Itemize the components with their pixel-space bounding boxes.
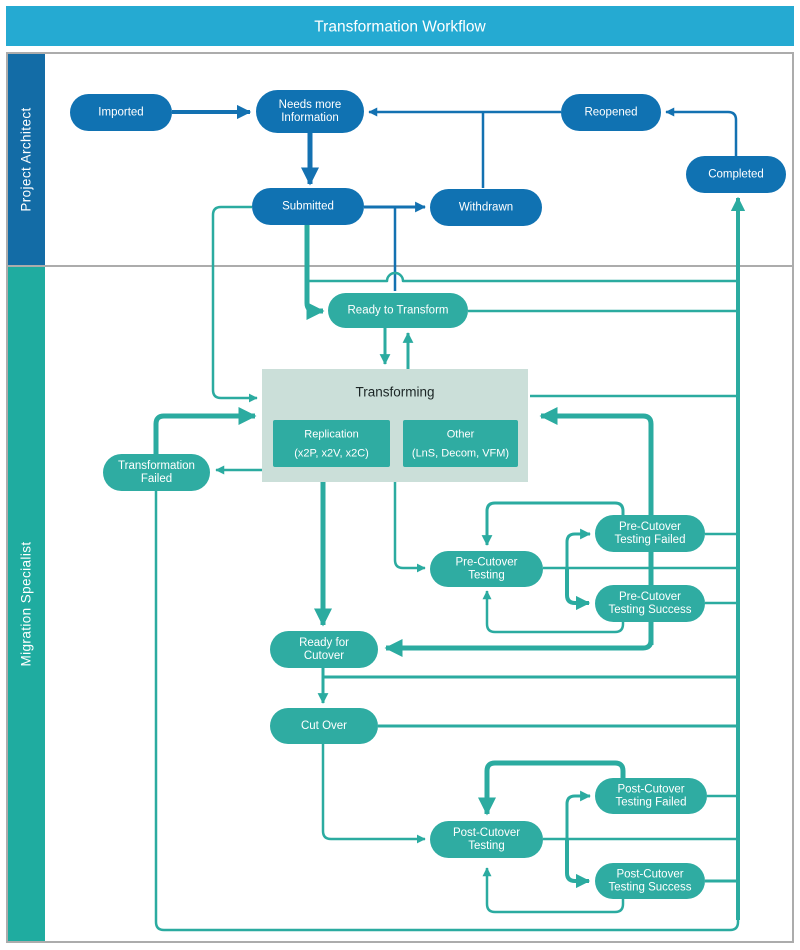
- subbox-replication-label: Replication: [304, 429, 358, 441]
- subbox-other: [403, 420, 518, 467]
- node-completed: Completed: [686, 156, 786, 193]
- node-withdrawn: Withdrawn: [430, 189, 542, 226]
- edge-post-cutover-failed-retry-loop: [477, 760, 626, 816]
- node-reopened-shape: [561, 94, 661, 131]
- node-cut-over: Cut Over: [270, 708, 378, 744]
- node-imported-shape: [70, 94, 172, 131]
- node-submitted-shape: [252, 188, 364, 225]
- edge-completed-to-reopened: [665, 107, 738, 156]
- node-completed-shape: [686, 156, 786, 193]
- node-withdrawn-label: Withdrawn: [459, 202, 513, 214]
- node-ready-to-transform: Ready to Transform: [328, 293, 468, 328]
- subbox-replication-label: (x2P, x2V, x2C): [294, 448, 369, 460]
- node-reopened-label: Reopened: [584, 107, 637, 119]
- node-post-cutover-testing-failed-shape: [595, 778, 707, 814]
- lane-band-migration-specialist: [8, 267, 45, 941]
- node-post-cutover-testing-failed-label: Post-Cutover: [617, 784, 684, 796]
- node-pre-cutover-testing-failed-shape: [595, 515, 705, 552]
- node-submitted-label: Submitted: [282, 201, 334, 213]
- node-pre-cutover-testing-label: Testing: [468, 570, 504, 582]
- node-ready-for-cutover-label: Cutover: [304, 650, 344, 662]
- node-pre-cutover-testing-success-label: Testing Success: [608, 604, 691, 616]
- node-pre-cutover-testing-success-shape: [595, 585, 705, 622]
- node-pre-cutover-testing-success-label: Pre-Cutover: [619, 591, 681, 603]
- node-ready-to-transform-shape: [328, 293, 468, 328]
- edge-submitted-to-transforming: [211, 205, 258, 403]
- title-bar: [6, 6, 794, 46]
- node-post-cutover-testing-label: Testing: [468, 840, 504, 852]
- node-post-cutover-testing-shape: [430, 821, 543, 858]
- node-post-cutover-testing-failed-label: Testing Failed: [616, 797, 687, 809]
- node-transformation-failed-shape: [103, 454, 210, 491]
- node-post-cutover-testing-success-shape: [595, 863, 705, 899]
- edge-submitted-to-ready-to-transform: [304, 224, 325, 321]
- node-cut-over-shape: [270, 708, 378, 744]
- page-title: Transformation Workflow: [314, 19, 486, 36]
- edge-post-cutover-testing-to-success: [565, 839, 591, 889]
- edge-pre-cutover-testing-to-success: [565, 568, 591, 611]
- node-withdrawn-shape: [430, 189, 542, 226]
- node-post-cutover-testing-success-label: Testing Success: [608, 882, 691, 894]
- node-pre-cutover-testing-shape: [430, 551, 543, 587]
- edges-layer: [153, 104, 746, 932]
- edge-transformation-failed-to-transforming: [153, 407, 257, 454]
- node-submitted: Submitted: [252, 188, 364, 225]
- subbox-other-label: (LnS, Decom, VFM): [412, 448, 509, 460]
- lane-label-migration-specialist: Migration Specialist: [19, 541, 34, 666]
- node-ready-for-cutover-label: Ready for: [299, 637, 349, 649]
- node-imported-label: Imported: [98, 107, 143, 119]
- node-completed-label: Completed: [708, 169, 764, 181]
- subbox-other-label: Other: [447, 429, 475, 441]
- node-needs-more-information-label: Information: [281, 112, 339, 124]
- container-title: Transforming: [355, 385, 434, 400]
- node-ready-to-transform-label: Ready to Transform: [348, 305, 449, 317]
- edge-submitted-branch-to-bus: [307, 271, 738, 283]
- node-post-cutover-testing-success-label: Post-Cutover: [616, 869, 683, 881]
- edge-post-cutover-testing-to-failed: [565, 790, 591, 839]
- lane-band-project-architect: [8, 54, 45, 265]
- edge-post-cutover-success-retest-loop: [482, 867, 625, 914]
- node-transformation-failed-label: Transformation: [118, 460, 195, 472]
- edge-pre-cutover-testing-to-failed: [565, 528, 591, 568]
- edge-pre-cutover-failed-to-transforming: [539, 406, 654, 645]
- node-pre-cutover-testing-failed-label: Pre-Cutover: [619, 521, 681, 533]
- header-layer: Transformation Workflow: [6, 6, 794, 46]
- node-needs-more-information-label: Needs more: [279, 99, 342, 111]
- edge-cut-over-to-post-cutover-testing: [321, 744, 426, 844]
- node-post-cutover-testing-label: Post-Cutover: [453, 827, 520, 839]
- node-transformation-failed-label: Failed: [141, 473, 172, 485]
- edge-bottom-return-loop: [154, 491, 740, 932]
- edge-pre-cutover-success-to-ready-for-cutover: [384, 622, 654, 657]
- edge-pre-cutover-success-retest-loop: [482, 590, 625, 634]
- node-imported: Imported: [70, 94, 172, 131]
- lane-label-project-architect: Project Architect: [19, 107, 34, 211]
- subbox-replication: [273, 420, 390, 467]
- node-pre-cutover-testing-label: Pre-Cutover: [456, 557, 518, 569]
- node-cut-over-label: Cut Over: [301, 720, 347, 732]
- edge-pre-cutover-failed-retry-loop: [481, 501, 625, 546]
- node-pre-cutover-testing-failed-label: Testing Failed: [615, 534, 686, 546]
- node-reopened: Reopened: [561, 94, 661, 131]
- node-needs-more-information-shape: [256, 90, 364, 133]
- node-ready-for-cutover-shape: [270, 631, 378, 668]
- edge-transforming-to-pre-cutover-testing: [393, 482, 426, 573]
